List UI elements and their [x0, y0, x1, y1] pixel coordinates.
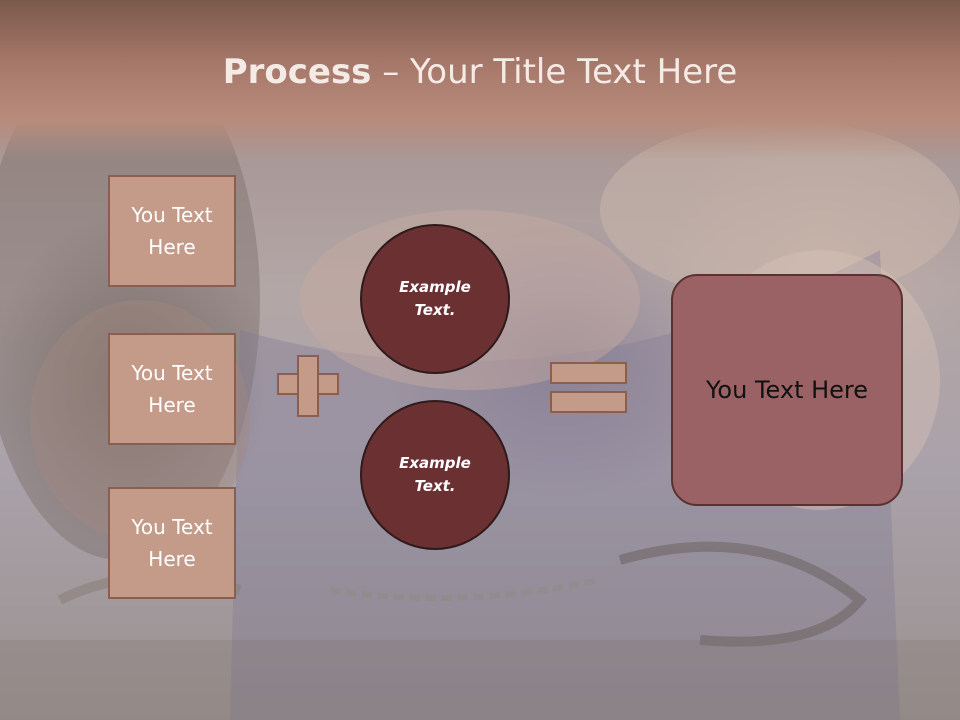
example-circle-1[interactable]: Example Text.	[360, 224, 510, 374]
example-circle-2[interactable]: Example Text.	[360, 400, 510, 550]
text-box-2-label: You Text Here	[131, 361, 213, 417]
text-box-1-label: You Text Here	[131, 203, 213, 259]
equals-icon-top	[550, 362, 627, 384]
example-circle-2-label: Example Text.	[399, 454, 471, 495]
title-band	[0, 0, 960, 160]
text-box-3-label: You Text Here	[131, 515, 213, 571]
text-box-3[interactable]: You Text Here	[108, 487, 236, 599]
title-rest: – Your Title Text Here	[371, 52, 738, 92]
example-circle-1-label: Example Text.	[399, 278, 471, 319]
title-bold: Process	[222, 52, 372, 92]
plus-icon-center	[299, 375, 317, 393]
text-box-2[interactable]: You Text Here	[108, 333, 236, 445]
equals-icon-bottom	[550, 391, 627, 413]
text-box-1[interactable]: You Text Here	[108, 175, 236, 287]
slide-title[interactable]: Process – Your Title Text Here	[0, 52, 960, 92]
result-box[interactable]: You Text Here	[671, 274, 903, 506]
result-box-label: You Text Here	[705, 376, 869, 404]
